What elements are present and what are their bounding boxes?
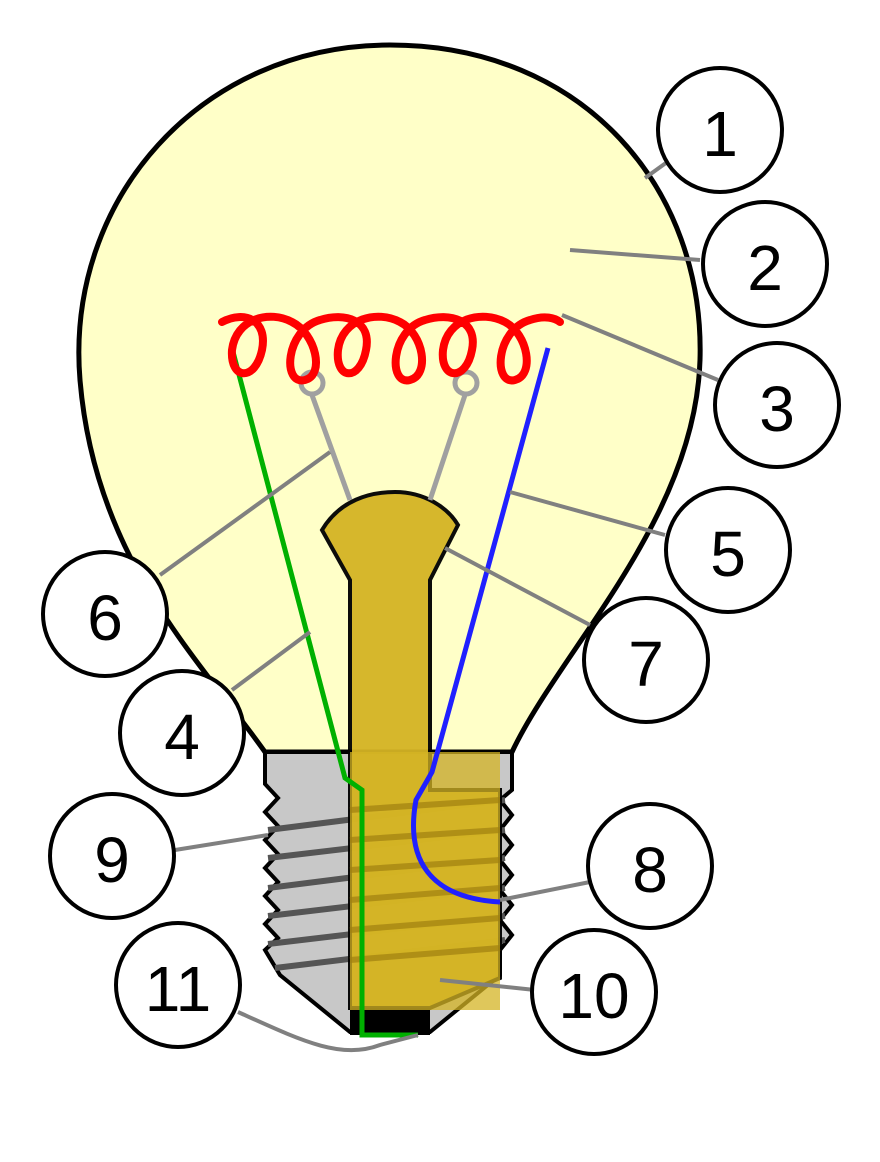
stem-base-fill — [350, 752, 500, 1010]
callout-9: 9 — [48, 792, 176, 920]
callout-4-label: 4 — [164, 701, 200, 773]
callout-8-label: 8 — [632, 834, 668, 906]
glass-bulb — [76, 42, 703, 755]
callout-10: 10 — [530, 928, 658, 1056]
lead-wire-right — [411, 347, 551, 905]
callout-1: 1 — [656, 66, 784, 194]
callout-11: 11 — [114, 921, 242, 1049]
callout-8: 8 — [586, 802, 714, 930]
callout-3: 3 — [713, 341, 841, 469]
leader-lines — [158, 158, 719, 1053]
foot-contact — [350, 1008, 430, 1035]
callout-3-label: 3 — [759, 373, 795, 445]
callout-4: 4 — [118, 669, 246, 797]
callout-10-label: 10 — [558, 960, 629, 1032]
callout-6: 6 — [41, 550, 169, 678]
callout-11-label: 11 — [145, 953, 211, 1025]
callout-1-label: 1 — [702, 98, 738, 170]
callout-2: 2 — [701, 200, 829, 328]
callout-7-label: 7 — [628, 628, 664, 700]
callout-9-label: 9 — [94, 824, 130, 896]
callout-2-label: 2 — [747, 232, 783, 304]
callout-6-label: 6 — [87, 582, 123, 654]
callout-7: 7 — [582, 596, 710, 724]
filament-coil — [218, 312, 564, 385]
callout-5-label: 5 — [710, 518, 746, 590]
callout-5: 5 — [664, 486, 792, 614]
